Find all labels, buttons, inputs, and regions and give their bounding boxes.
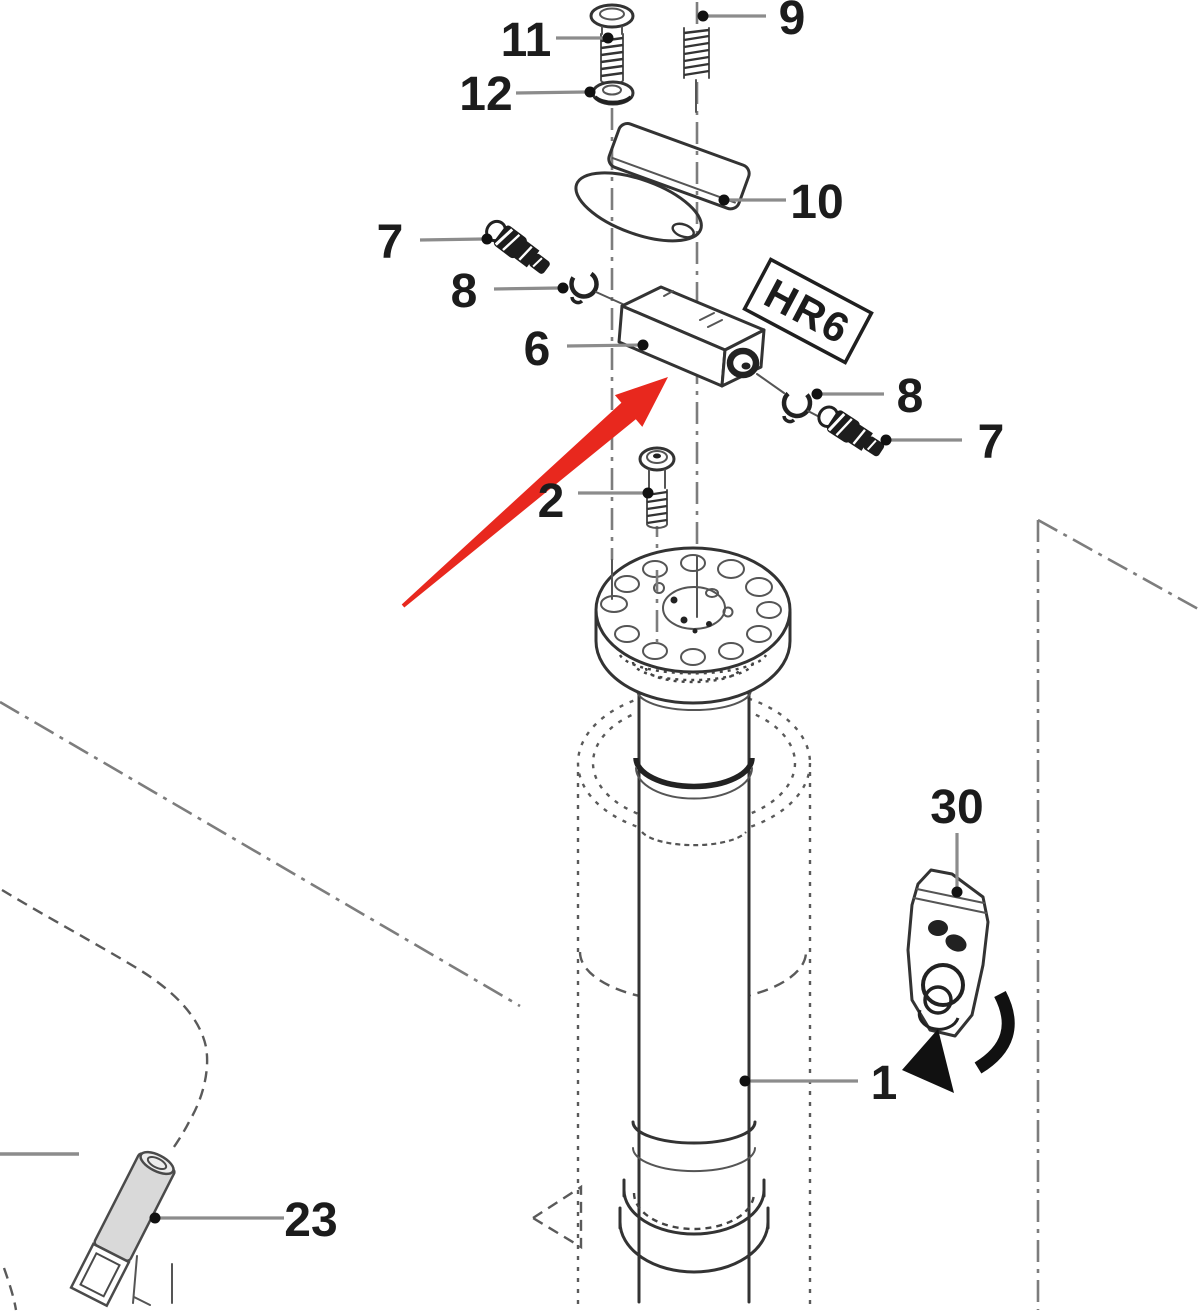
callout-2: 2	[538, 475, 654, 528]
rod-band-bottom	[632, 1147, 756, 1173]
rod-cup1-outer	[622, 1188, 766, 1236]
part-10-bracket	[574, 122, 751, 243]
callout-12-label: 12	[459, 68, 512, 121]
callout-1-dot	[739, 1075, 751, 1087]
flange-stipple-3	[644, 667, 742, 684]
part-30-seal-kit	[906, 868, 990, 1038]
callout-9: 9	[697, 0, 806, 45]
rod-hidden-arc	[641, 831, 747, 847]
rod-body-fill	[640, 668, 748, 1302]
callout-23: 23	[149, 1194, 338, 1247]
callout-10: 10	[718, 176, 844, 229]
callout-11-label: 11	[501, 14, 552, 67]
callout-1-label: 1	[871, 1057, 898, 1110]
rotation-arrow-shaft	[974, 990, 1015, 1074]
callout-10-dot	[718, 194, 730, 206]
rotation-arrow	[902, 990, 1015, 1093]
rod-cup1-texture	[632, 1192, 756, 1231]
bracket10-loop	[574, 171, 703, 243]
flange-center-boss	[653, 582, 734, 634]
flange-disc	[594, 546, 792, 705]
callout-7-left-label: 7	[377, 216, 404, 269]
rod-cup2-outer	[618, 1220, 770, 1274]
callout-30: 30	[930, 781, 984, 898]
callout-6-label: 6	[524, 323, 551, 376]
callout-6-dot	[637, 339, 649, 351]
part-23-pin	[0, 1150, 176, 1308]
model-tag-box	[742, 257, 874, 365]
machine-outline-diagonal	[0, 700, 521, 1008]
rod-bore-rim-heavy	[633, 757, 755, 790]
flange-bolt-holes	[600, 554, 782, 666]
pin23-collar	[69, 1242, 131, 1308]
callout-8-left-label: 8	[451, 265, 478, 318]
ring8l-axis-line	[595, 291, 628, 307]
housing-outer-ellipse	[576, 688, 812, 838]
callout-7-right: 7	[880, 416, 1005, 469]
part-8-ring-left	[569, 269, 628, 307]
callout-7-right-label: 7	[978, 416, 1005, 469]
spring9-coils	[683, 28, 710, 77]
callout-8-left-dot	[557, 282, 569, 294]
part-7-fitting-right	[817, 405, 885, 457]
callout-11-dot	[602, 32, 614, 44]
rotation-arrow-head	[902, 1029, 954, 1093]
callout-7-right-dot	[880, 434, 892, 446]
rod-bore-rim-thin	[635, 767, 753, 800]
callout-2-dot	[642, 487, 654, 499]
flange-stipple-2	[631, 661, 755, 682]
flange-top-face	[594, 546, 792, 674]
callout-9-dot	[697, 10, 709, 22]
callout-2-label: 2	[538, 475, 565, 528]
centerlines-over-flange	[611, 555, 698, 644]
part-9-spring	[683, 26, 710, 113]
callout-30-dot	[951, 886, 963, 898]
washer12-hole	[602, 84, 622, 96]
callout-8-right: 8	[811, 370, 924, 423]
callout-9-label: 9	[779, 0, 806, 45]
block6-axis-line	[756, 373, 785, 394]
callout-12: 12	[459, 68, 596, 121]
callout-8-left: 8	[451, 265, 569, 318]
machine-outline-triangle	[530, 1184, 583, 1250]
bracket10-plate	[607, 122, 751, 211]
machine-outline-curve	[1, 888, 209, 1152]
part-11-bolt	[589, 3, 635, 85]
part-6-valve-block	[617, 285, 785, 394]
part-2-bolt	[638, 446, 676, 529]
highlight-arrow	[401, 377, 668, 608]
callout-7-left-dot	[481, 233, 493, 245]
callout-30-label: 30	[930, 781, 983, 834]
callout-8-right-label: 8	[897, 370, 924, 423]
part-12-washer	[591, 80, 635, 106]
callout-23-dot	[149, 1212, 161, 1224]
phantom-housing	[576, 688, 812, 1308]
callout-8-right-dot	[811, 388, 823, 400]
callout-1: 1	[739, 1057, 898, 1110]
ring8r-tip	[782, 415, 796, 424]
block6-port	[726, 347, 760, 379]
rod-band-top	[631, 1120, 757, 1145]
centerline-right-diagonal	[1037, 518, 1200, 612]
part-7-fitting-left	[485, 219, 550, 274]
callout-6: 6	[524, 323, 649, 376]
bracket10-hole	[671, 222, 695, 239]
rod-upper-arc	[636, 689, 752, 711]
ring8l-tip	[570, 296, 584, 305]
cylinder-part-1	[618, 666, 770, 1304]
callout-11: 11	[501, 14, 614, 67]
callout-23-label: 23	[284, 1194, 337, 1247]
ring8l-body	[569, 269, 599, 299]
ring8r-body	[781, 387, 813, 419]
machine-outline-corner-dashes	[2, 1267, 18, 1311]
callouts: 11 12 9 10 7 8 6	[149, 0, 1005, 1247]
callout-10-label: 10	[790, 176, 843, 229]
callout-7-left: 7	[377, 216, 493, 269]
callout-12-dot	[584, 86, 596, 98]
